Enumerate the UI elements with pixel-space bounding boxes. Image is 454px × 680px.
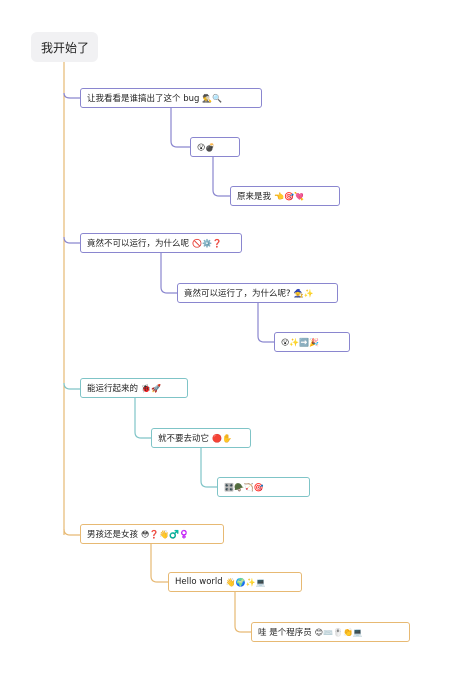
surprised-arrow-party-emoji-icon: 😮✨➡️🎉 bbox=[281, 337, 320, 347]
branch-3-connector bbox=[63, 382, 80, 390]
branch-4-connector bbox=[63, 528, 80, 536]
b2-grandchild-connector bbox=[257, 303, 274, 343]
root-label: 我开始了 bbox=[41, 40, 90, 55]
controls-target-emoji-icon: 🎛️🪖🏹🎯 bbox=[224, 482, 264, 492]
branch-node-2[interactable]: 竟然不可以运行，为什么呢 🚫⚙️❓ bbox=[80, 233, 242, 253]
b4-grandchild-connector bbox=[234, 592, 251, 633]
node-label: 竟然可以运行了，为什么呢? bbox=[184, 289, 291, 299]
root-node[interactable]: 我开始了 bbox=[31, 32, 98, 62]
branch-1-child-node[interactable]: 😮💣 bbox=[190, 137, 240, 157]
no-entry-gear-question-emoji-icon: 🚫⚙️❓ bbox=[192, 238, 222, 248]
b2-child-connector bbox=[160, 253, 177, 294]
branch-2-child-node[interactable]: 竟然可以运行了，为什么呢? 🧙✨ bbox=[177, 283, 338, 303]
bug-rocket-emoji-icon: 🐞🚀 bbox=[141, 383, 161, 393]
branch-3-grandchild-node[interactable]: 🎛️🪖🏹🎯 bbox=[217, 477, 310, 497]
node-label: Hello world bbox=[175, 577, 223, 587]
branch-1-grandchild-node[interactable]: 原来是我 👈🎯💘 bbox=[230, 186, 340, 206]
node-label: 能运行起来的 bbox=[87, 384, 139, 394]
b3-child-connector bbox=[134, 398, 151, 439]
branch-2-connector bbox=[63, 236, 80, 244]
node-label: 竟然不可以运行，为什么呢 bbox=[87, 239, 190, 249]
b3-grandchild-connector bbox=[200, 448, 217, 488]
keyboard-mouse-laptop-emoji-icon: 😊⌨️🖱️👏💻 bbox=[314, 627, 363, 637]
detective-magnifier-emoji-icon: 🕵️‍♂️🔍 bbox=[202, 93, 223, 103]
b1-grandchild-connector bbox=[212, 157, 230, 197]
branch-4-child-node[interactable]: Hello world 👋🌍✨💻 bbox=[168, 572, 302, 592]
branch-node-1[interactable]: 让我看看是谁搞出了这个 bug 🕵️‍♂️🔍 bbox=[80, 88, 262, 108]
branch-4-grandchild-node[interactable]: 哇 是个程序员 😊⌨️🖱️👏💻 bbox=[251, 622, 410, 642]
node-label: 原来是我 bbox=[237, 192, 272, 202]
pointing-target-emoji-icon: 👈🎯💘 bbox=[274, 191, 304, 201]
node-label: 哇 是个程序员 bbox=[258, 628, 312, 638]
surprised-bomb-emoji-icon: 😮💣 bbox=[197, 142, 216, 152]
b1-child-connector bbox=[170, 108, 190, 148]
b4-child-connector bbox=[150, 544, 168, 583]
wave-globe-laptop-emoji-icon: 👋🌍✨💻 bbox=[225, 577, 266, 587]
branch-node-3[interactable]: 能运行起来的 🐞🚀 bbox=[80, 378, 188, 398]
branch-node-4[interactable]: 男孩还是女孩 😳❓👋♂️♀️ bbox=[80, 524, 224, 544]
node-label: 让我看看是谁搞出了这个 bug bbox=[87, 94, 200, 104]
question-gender-emoji-icon: 😳❓👋♂️♀️ bbox=[141, 529, 190, 539]
node-label: 男孩还是女孩 bbox=[87, 530, 139, 540]
branch-3-child-node[interactable]: 就不要去动它 🔴✋ bbox=[151, 428, 251, 448]
branch-1-connector bbox=[63, 92, 80, 99]
wizard-sparkle-emoji-icon: 🧙✨ bbox=[293, 288, 314, 298]
node-label: 就不要去动它 bbox=[158, 434, 210, 444]
stop-hand-emoji-icon: 🔴✋ bbox=[212, 433, 232, 443]
branch-2-grandchild-node[interactable]: 😮✨➡️🎉 bbox=[274, 332, 350, 352]
